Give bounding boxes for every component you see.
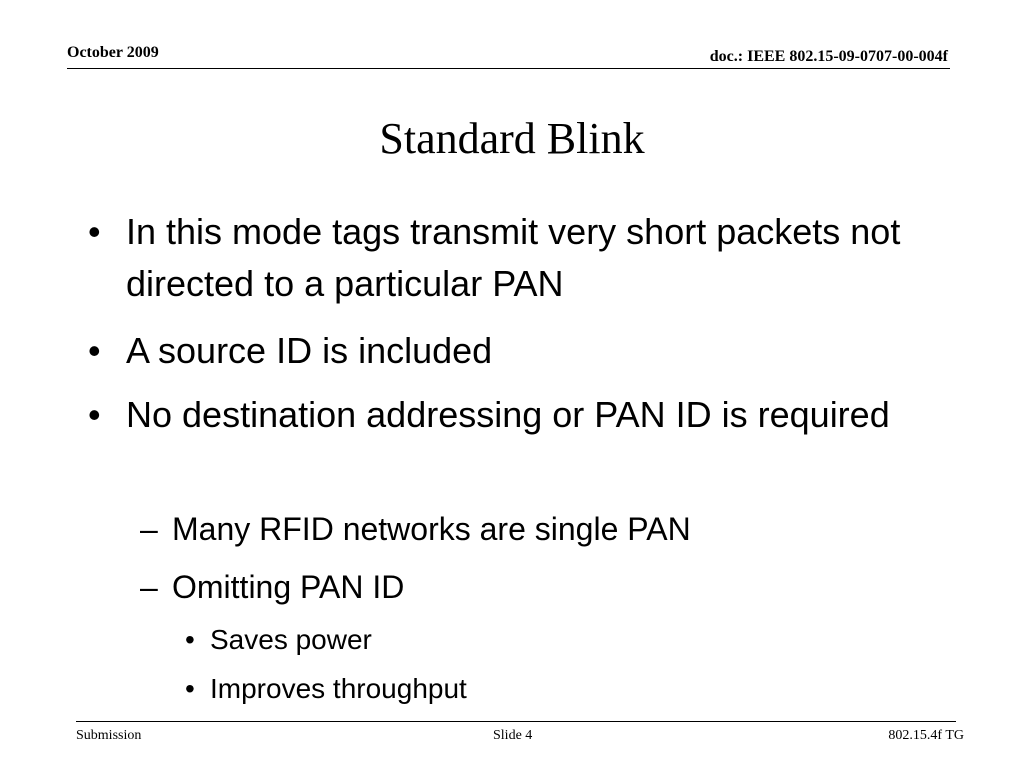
- sub-bullet-marker: –: [140, 569, 158, 605]
- bullet-marker: •: [88, 330, 101, 371]
- footer-submission: Submission: [76, 728, 142, 743]
- bullet-text: A source ID is included: [126, 330, 493, 371]
- sub-bullet-item: – Many RFID networks are single PAN: [140, 506, 872, 552]
- sub-sub-bullet-item: • Improves throughput: [185, 669, 810, 709]
- sub-sub-bullet-marker: •: [185, 624, 195, 655]
- sub-bullet-marker: –: [140, 511, 158, 547]
- bullet-text: In this mode tags transmit very short pa…: [126, 211, 901, 304]
- slide-title: Standard Blink: [379, 114, 645, 163]
- footer-divider: [76, 721, 956, 722]
- sub-sub-bullet-text: Improves throughput: [210, 673, 467, 704]
- header-date: October 2009: [67, 44, 159, 61]
- bullet-item: • In this mode tags transmit very short …: [88, 206, 946, 310]
- header-doc-id: doc.: IEEE 802.15-09-0707-00-004f: [709, 48, 948, 65]
- sub-sub-bullet-text: Saves power: [210, 624, 372, 655]
- bullet-item: • A source ID is included: [88, 325, 946, 377]
- footer-group: 802.15.4f TG: [888, 728, 964, 743]
- sub-bullet-text: Many RFID networks are single PAN: [172, 511, 691, 547]
- sub-bullet-item: – Omitting PAN ID: [140, 564, 872, 610]
- bullet-text: No destination addressing or PAN ID is r…: [126, 394, 890, 435]
- sub-sub-bullet-item: • Saves power: [185, 620, 810, 660]
- bullet-marker: •: [88, 394, 101, 435]
- header-divider: [67, 68, 950, 69]
- footer-slide-number: Slide 4: [493, 728, 533, 743]
- sub-bullet-text: Omitting PAN ID: [172, 569, 405, 605]
- bullet-marker: •: [88, 211, 101, 252]
- sub-sub-bullet-marker: •: [185, 673, 195, 704]
- bullet-item: • No destination addressing or PAN ID is…: [88, 389, 946, 441]
